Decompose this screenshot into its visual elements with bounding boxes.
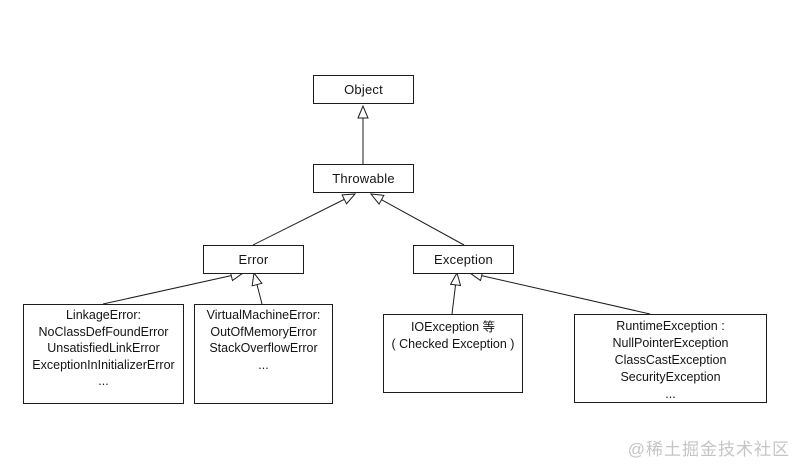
class-node-throwable: Throwable [313,164,414,193]
juejin-watermark: @稀土掘金技术社区 [627,440,790,459]
class-node-exception: Exception [413,245,514,274]
edge-LinkageError-extends-Error [102,273,243,305]
edge-IOException-extends-Exception [452,273,457,315]
class-node-object: Object [313,75,414,104]
class-node-runtime-exception-group: RuntimeException : NullPointerException … [574,314,767,403]
edge-RuntimeException-extends-Exception [470,273,651,315]
class-node-error: Error [203,245,304,274]
edge-Exception-extends-Throwable [371,194,465,246]
edge-Error-extends-Throwable [252,194,355,246]
edge-VirtualMachineError-extends-Error [254,273,262,305]
class-node-io-exception-group: IOException 等 ( Checked Exception ) [383,314,523,393]
class-node-virtual-machine-error-group: VirtualMachineError: OutOfMemoryError St… [194,304,333,404]
class-node-linkage-error-group: LinkageError: NoClassDefFoundError Unsat… [23,304,184,404]
